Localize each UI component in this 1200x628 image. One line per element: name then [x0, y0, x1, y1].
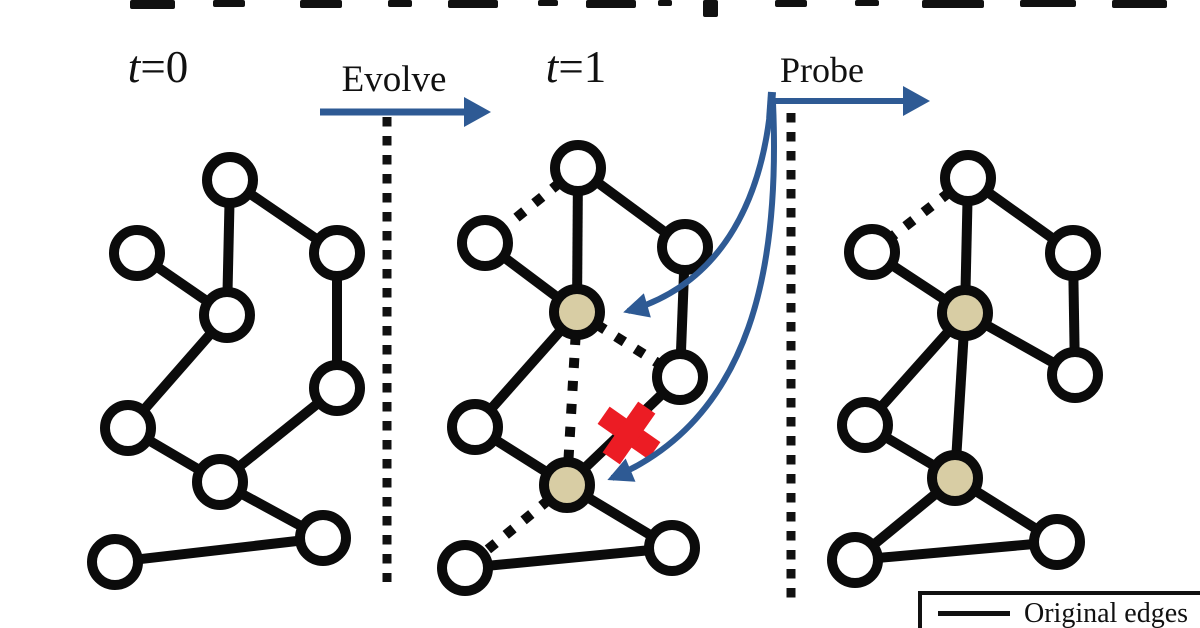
probe-curve-to-lower-node — [607, 102, 778, 482]
node-probe-I — [827, 532, 883, 588]
node-probe-E — [1047, 347, 1103, 403]
t0-value: =0 — [140, 42, 189, 92]
t1-variable: t — [545, 42, 559, 92]
node-t1-F — [447, 399, 503, 455]
cropped-title-fragment — [448, 0, 498, 8]
probe-curve-to-upper-node — [623, 102, 774, 318]
cropped-title-fragment — [388, 0, 412, 7]
node-t0-D — [199, 287, 255, 343]
node-probe-H — [1029, 514, 1085, 570]
edge-probe-IH-solid — [854, 537, 1058, 565]
cropped-title-fragment — [538, 0, 558, 6]
cropped-title-fragment — [586, 0, 636, 8]
node-t1-I — [437, 540, 493, 596]
removed-edge-x-mark — [597, 401, 661, 465]
edge-t1-IH-solid — [464, 543, 673, 573]
node-t0-B — [109, 225, 165, 281]
node-t1-A — [550, 140, 606, 196]
node-t1-C — [657, 219, 713, 275]
node-probe-D-probed — [937, 285, 993, 341]
cropped-title-fragment — [300, 0, 342, 8]
legend-solid-line-sample — [938, 611, 1010, 616]
cropped-title-fragment — [1112, 0, 1167, 8]
stage-label-evolve: Evolve — [328, 58, 460, 100]
x-mark-arm-2 — [602, 401, 656, 465]
cropped-title-fragment — [703, 0, 718, 17]
legend-label-original-edges: Original edges — [1024, 598, 1189, 628]
node-t1-G-probed — [539, 457, 595, 513]
node-probe-A — [940, 150, 996, 206]
edge-t0-IH-solid — [114, 533, 324, 567]
node-t0-C — [309, 225, 365, 281]
node-t0-E — [309, 360, 365, 416]
probe-text: Probe — [780, 50, 864, 90]
cropped-title-fragment — [922, 0, 984, 8]
node-t0-A — [202, 152, 258, 208]
node-t0-G — [192, 454, 248, 510]
cropped-title-fragment — [855, 0, 879, 6]
t0-variable: t — [127, 42, 141, 92]
evolve-arrow-head-icon — [464, 97, 491, 127]
probe-arrow-head-icon — [903, 86, 930, 116]
cropped-title-fragment — [213, 0, 245, 7]
node-t0-I — [87, 534, 143, 590]
evolve-text: Evolve — [341, 58, 447, 100]
node-t0-H — [295, 510, 351, 566]
node-probe-F — [837, 397, 893, 453]
node-t1-E — [652, 349, 708, 405]
node-probe-B — [844, 224, 900, 280]
node-probe-C — [1045, 225, 1101, 281]
cropped-title-fragment — [1020, 0, 1076, 7]
node-t1-D-probed — [549, 284, 605, 340]
node-probe-G-probed — [927, 450, 983, 506]
node-t1-B — [457, 215, 513, 271]
cropped-title-fragment — [775, 0, 807, 7]
stage-label-probe: Probe — [758, 50, 886, 90]
node-t1-H — [644, 520, 700, 576]
node-t0-F — [100, 400, 156, 456]
t1-value: =1 — [558, 42, 607, 92]
stage-label-t1: t=1 — [516, 42, 636, 92]
stage-label-t0: t=0 — [98, 42, 218, 92]
cropped-title-fragment — [130, 0, 175, 9]
edge-t1-DG-dotted — [562, 311, 582, 486]
cropped-title-fragment — [658, 0, 672, 6]
legend-box: Original edges — [918, 591, 1200, 628]
